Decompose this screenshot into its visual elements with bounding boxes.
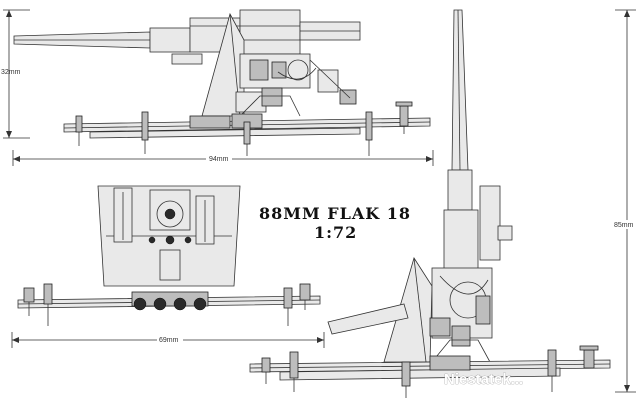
side-carriage: [235, 53, 357, 117]
watermark: Niestatek...: [444, 371, 523, 388]
dimension-32mm: 32mm: [1, 9, 30, 139]
dimension-label-32mm: 32mm: [1, 69, 21, 76]
elevated-view: 85mm: [249, 9, 636, 398]
front-view: 69mm: [11, 185, 325, 348]
dimension-94mm: 94mm: [12, 150, 434, 166]
dimension-69mm: 69mm: [11, 332, 325, 348]
title-scale: 1:72: [314, 223, 357, 242]
side-base: [63, 101, 431, 156]
dimension-85mm: 85mm: [612, 9, 636, 393]
elevated-base: [249, 345, 611, 398]
elevated-recoil-cylinder: [327, 303, 409, 335]
front-base: [17, 283, 321, 326]
dimension-label-69mm: 69mm: [159, 337, 179, 344]
front-gun-mount: [113, 187, 215, 281]
dimension-label-94mm: 94mm: [209, 156, 229, 163]
side-jacks: [75, 101, 413, 156]
title-model: 88MM FLAK 18: [259, 204, 411, 223]
dimension-label-85mm: 85mm: [614, 222, 634, 229]
elevated-barrel: [443, 9, 513, 271]
side-view: 32mm: [1, 9, 434, 166]
elevated-mechanism: [429, 267, 493, 363]
title-block: 88MM FLAK 18 1:72: [259, 204, 411, 242]
